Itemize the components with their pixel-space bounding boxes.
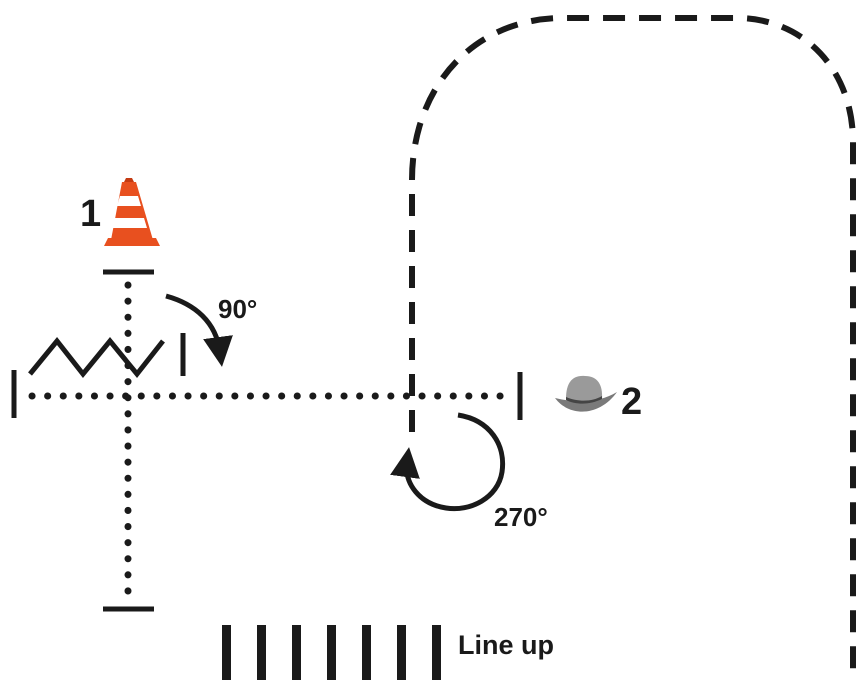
lineup-bar bbox=[292, 625, 301, 680]
traffic-cone-icon bbox=[104, 178, 160, 246]
lineup-bar bbox=[432, 625, 441, 680]
dashed-route bbox=[409, 15, 856, 672]
hat-number-label: 2 bbox=[621, 381, 642, 423]
three-quarter-turn-label: 270° bbox=[494, 502, 548, 532]
lineup-bar bbox=[257, 625, 266, 680]
lineup-bar bbox=[327, 625, 336, 680]
lineup-bar bbox=[397, 625, 406, 680]
quarter-turn-label: 90° bbox=[218, 294, 257, 324]
zigzag-path bbox=[28, 337, 165, 378]
lineup-label: Line up bbox=[458, 630, 554, 660]
lineup-bar bbox=[222, 625, 231, 680]
lineup-bars bbox=[222, 625, 441, 680]
quarter-turn-arrow bbox=[165, 293, 233, 367]
three-quarter-turn-arrow bbox=[390, 412, 506, 512]
cowboy-hat-icon bbox=[555, 375, 617, 412]
cone-number-label: 1 bbox=[80, 193, 101, 235]
lineup-bar bbox=[362, 625, 371, 680]
